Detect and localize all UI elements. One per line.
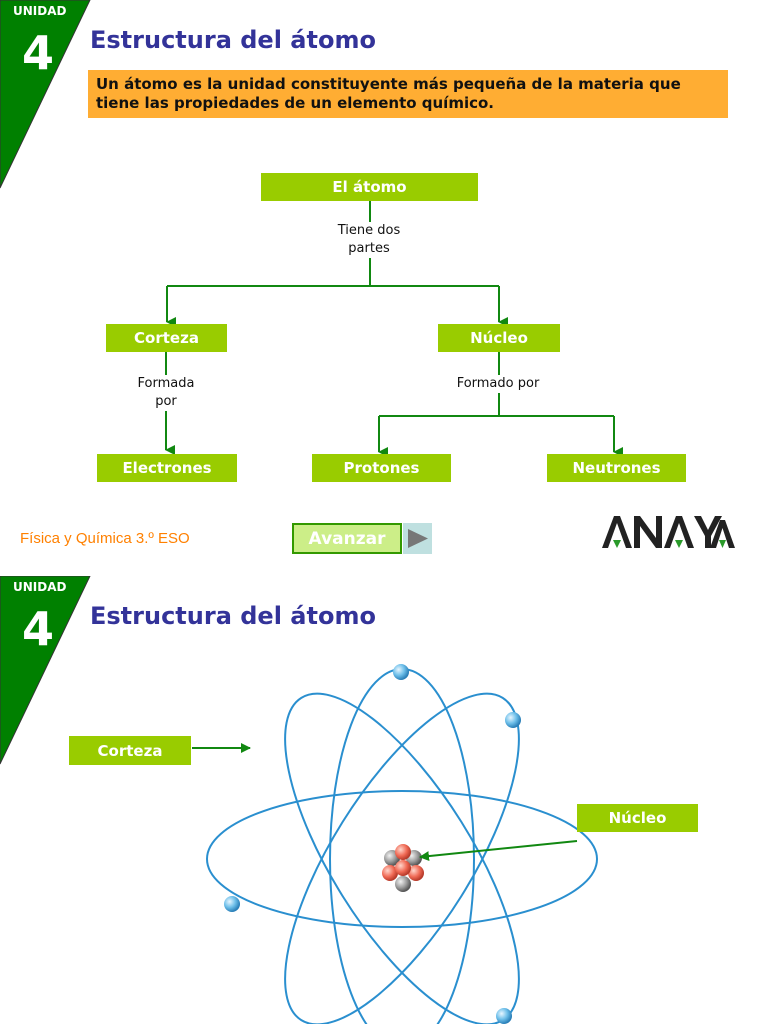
- edge-label-formado-por: Formado por: [456, 375, 540, 393]
- orbit-diagonal-2: [284, 692, 520, 1024]
- nucleus-icon: [382, 844, 424, 892]
- course-footer: Física y Química 3.º ESO: [20, 530, 190, 547]
- unit-label: UNIDAD: [13, 4, 67, 18]
- node-protones: Protones: [312, 454, 451, 482]
- advance-button[interactable]: Avanzar: [292, 523, 432, 554]
- play-arrow-icon[interactable]: [403, 523, 432, 554]
- anaya-logo: [602, 516, 735, 548]
- atom-illustration: [192, 664, 598, 1024]
- label-nucleo: Núcleo: [577, 804, 698, 832]
- electron-icon: [505, 712, 521, 728]
- concept-map-connectors: [165, 201, 623, 457]
- unit-corner-badge: [0, 576, 91, 765]
- node-corteza: Corteza: [106, 324, 227, 352]
- electron-icon: [496, 1008, 512, 1024]
- electron-icon: [224, 896, 240, 912]
- slide-1: UNIDAD 4 Estructura del átomo Un átomo e…: [0, 0, 735, 554]
- slide-2: UNIDAD 4 Estructura del átomo: [0, 576, 768, 1024]
- electron-icon: [393, 664, 409, 680]
- edge-label-tiene-dos-partes: Tiene dos partes: [326, 222, 412, 258]
- node-nucleo: Núcleo: [438, 324, 560, 352]
- unit-label: UNIDAD: [13, 580, 67, 594]
- node-electrones: Electrones: [97, 454, 237, 482]
- node-neutrones: Neutrones: [547, 454, 686, 482]
- unit-number: 4: [22, 602, 55, 656]
- nucleo-arrow: [419, 840, 578, 862]
- unit-number: 4: [22, 26, 55, 80]
- page-title: Estructura del átomo: [90, 26, 376, 54]
- label-corteza: Corteza: [69, 736, 191, 765]
- definition-box: Un átomo es la unidad constituyente más …: [88, 70, 728, 118]
- unit-corner-badge: [0, 0, 91, 189]
- edge-label-formada-por: Formada por: [126, 375, 206, 411]
- advance-button-label[interactable]: Avanzar: [292, 523, 402, 554]
- page-title: Estructura del átomo: [90, 602, 376, 630]
- node-atom: El átomo: [261, 173, 478, 201]
- orbit-horizontal: [206, 790, 598, 928]
